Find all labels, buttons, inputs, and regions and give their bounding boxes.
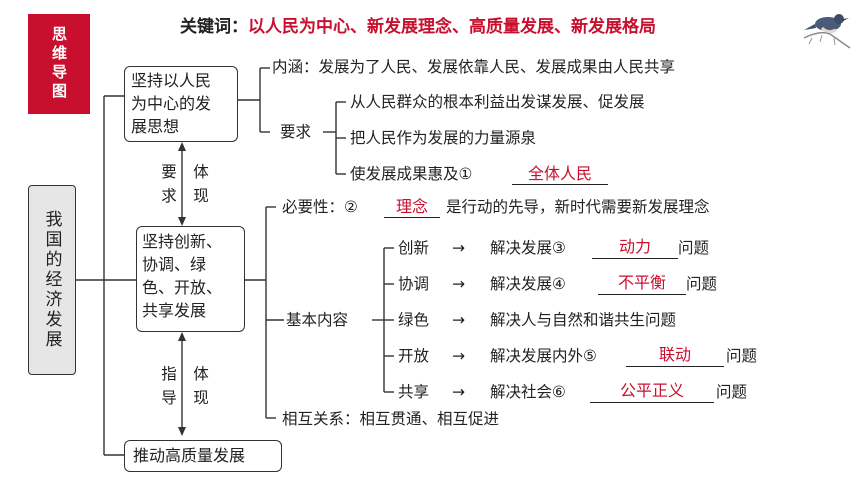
arrow-icon: → xyxy=(452,239,465,257)
item-coordination-suffix: 问题 xyxy=(686,275,718,293)
item-openness-suffix: 问题 xyxy=(726,347,758,365)
node2-line-1: 坚持创新、 xyxy=(142,232,223,251)
link2-right-char-2: 现 xyxy=(193,389,209,407)
arrow-icon: → xyxy=(452,347,465,365)
node-new-development-concept: 坚持创新、 协调、绿 色、开放、 共享发展 xyxy=(136,226,245,332)
necessity-prefix: 必要性：② xyxy=(282,198,358,216)
item-openness-prefix: 解决发展内外⑤ xyxy=(490,347,597,365)
item-green-text: 解决人与自然和谐共生问题 xyxy=(490,311,677,329)
link2-left-char-2: 导 xyxy=(161,389,177,407)
link1-right-char-2: 现 xyxy=(193,187,209,205)
link1-right-label: 体 现 xyxy=(192,160,210,208)
link1-left-char-1: 要 xyxy=(161,163,177,181)
keywords-label: 关键词： xyxy=(180,17,248,37)
link2-right-char-1: 体 xyxy=(193,365,209,383)
item-sharing-suffix: 问题 xyxy=(716,383,748,401)
answer-3: 动力 xyxy=(618,237,651,256)
answer-4-underline xyxy=(598,294,686,295)
item-coordination-prefix: 解决发展④ xyxy=(490,275,566,293)
link1-left-char-2: 求 xyxy=(161,187,177,205)
link2-left-char-1: 指 xyxy=(161,365,177,383)
arrow-icon: → xyxy=(452,383,465,401)
answer-6-underline xyxy=(590,402,714,403)
requirement-item-2: 把人民作为发展的力量源泉 xyxy=(350,129,537,147)
node-high-quality-development: 推动高质量发展 xyxy=(124,440,282,472)
answer-2: 理念 xyxy=(395,197,428,216)
answer-3-underline xyxy=(592,258,678,259)
arrow-icon: → xyxy=(452,311,465,329)
bird-illustration-icon xyxy=(803,14,851,49)
mindmap-tab: 思维导图 xyxy=(28,14,90,114)
answer-2-underline xyxy=(384,217,440,218)
node2-line-3: 色、开放、 xyxy=(142,278,223,297)
item-innovation-prefix: 解决发展③ xyxy=(490,239,566,257)
necessity-suffix: 是行动的先导，新时代需要新发展理念 xyxy=(446,198,710,216)
answer-1-underline xyxy=(512,184,608,185)
answer-1: 全体人民 xyxy=(527,164,592,183)
node2-line-4: 共享发展 xyxy=(142,301,207,320)
relation-text: 相互关系：相互贯通、相互促进 xyxy=(282,410,500,428)
connotation-text: 内涵：发展为了人民、发展依靠人民、发展成果由人民共享 xyxy=(272,58,676,76)
link2-left-label: 指 导 xyxy=(160,362,178,410)
requirement-item-3: 使发展成果惠及① xyxy=(350,165,473,183)
link1-right-char-1: 体 xyxy=(193,163,209,181)
item-sharing-name: 共享 xyxy=(398,383,430,401)
item-green-name: 绿色 xyxy=(398,311,430,329)
answer-5-underline xyxy=(626,366,724,367)
answer-5: 联动 xyxy=(658,345,691,364)
arrow-icon: → xyxy=(452,275,465,293)
item-openness-name: 开放 xyxy=(398,347,430,365)
basic-content-label: 基本内容 xyxy=(286,311,349,329)
answer-4: 不平衡 xyxy=(617,273,666,292)
node1-line-2: 为中心的发 xyxy=(131,94,212,113)
node1-line-3: 展思想 xyxy=(131,117,180,136)
keywords-values: 以人民为中心、新发展理念、高质量发展、新发展格局 xyxy=(248,17,656,37)
node2-line-2: 协调、绿 xyxy=(142,255,207,274)
answer-6: 公平正义 xyxy=(619,381,684,400)
link1-left-label: 要 求 xyxy=(160,160,178,208)
link2-right-label: 体 现 xyxy=(192,362,210,410)
root-node: 我国的经济发展 xyxy=(28,185,76,375)
requirement-item-1: 从人民群众的根本利益出发谋发展、促发展 xyxy=(350,93,645,111)
requirement-label: 要求 xyxy=(280,123,312,141)
node-people-centered: 坚持以人民 为中心的发 展思想 xyxy=(124,66,238,142)
item-innovation-suffix: 问题 xyxy=(678,239,710,257)
item-coordination-name: 协调 xyxy=(398,275,430,293)
item-innovation-name: 创新 xyxy=(398,239,430,257)
keywords-line: 关键词：以人民为中心、新发展理念、高质量发展、新发展格局 xyxy=(180,12,656,37)
item-sharing-prefix: 解决社会⑥ xyxy=(490,383,566,401)
node1-line-1: 坚持以人民 xyxy=(131,71,212,90)
